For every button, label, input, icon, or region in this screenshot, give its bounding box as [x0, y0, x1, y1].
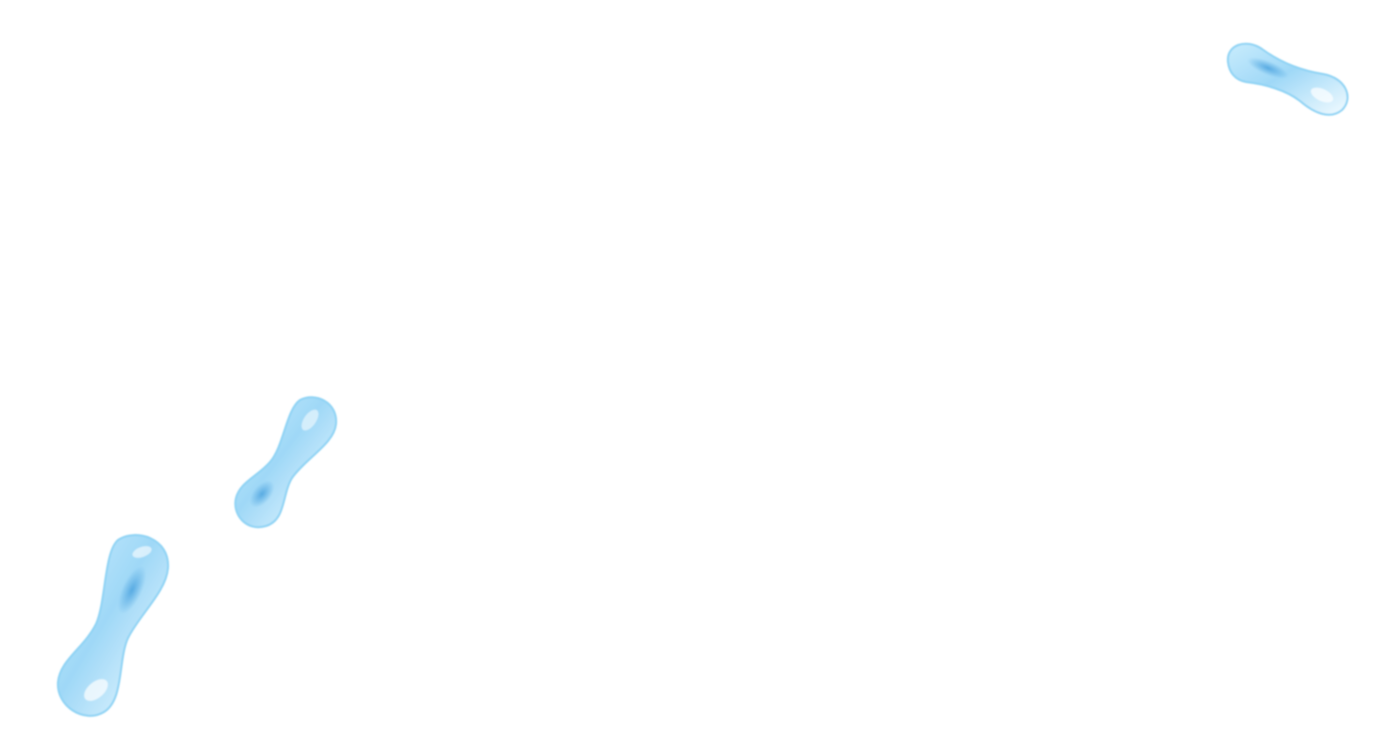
capsule-blob-middle: [234, 396, 338, 529]
capsule-blob-top-right: [1226, 42, 1349, 116]
capsule-blob-bottom-left: [56, 534, 170, 717]
